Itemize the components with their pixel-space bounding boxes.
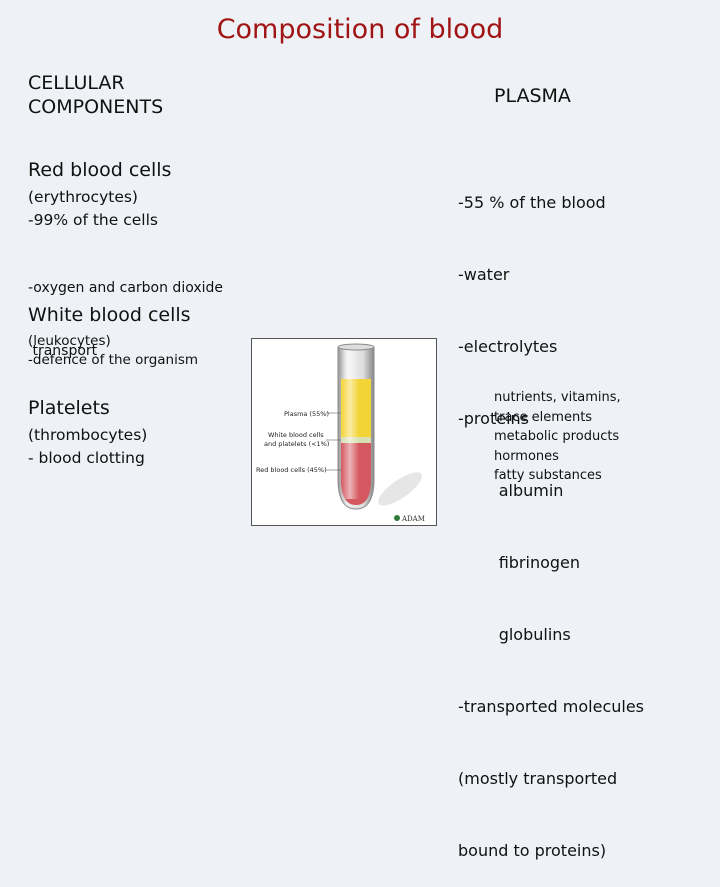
- plasma-line: fibrinogen: [458, 553, 581, 572]
- white-blood-cells-heading: White blood cells: [28, 304, 191, 326]
- text-line: -oxygen and carbon dioxide: [28, 280, 224, 296]
- text-line: -99% of the cells: [28, 211, 158, 229]
- red-blood-cells-note: -oxygen and carbon dioxide transport: [28, 236, 223, 383]
- text-line: (leukocytes): [28, 333, 111, 349]
- plasma-list: -55 % of the blood -water -electrolytes …: [458, 143, 644, 887]
- heading-line: CELLULAR: [28, 72, 125, 94]
- transported-molecules-list: nutrients, vitamins, trace elements meta…: [494, 388, 621, 486]
- plasma-heading: PLASMA: [494, 85, 571, 107]
- plasma-line: -55 % of the blood: [458, 193, 606, 212]
- test-tube-illustration: Plasma (55%) White blood cells and plate…: [256, 343, 425, 523]
- plasma-line: -water: [458, 265, 510, 284]
- plasma-label: Plasma (55%): [284, 410, 329, 418]
- molecule-line: hormones: [494, 448, 559, 464]
- plasma-line: -proteins: [458, 409, 529, 428]
- blood-tube-figure: Plasma (55%) White blood cells and plate…: [251, 338, 437, 526]
- page-title: Composition of blood: [216, 14, 504, 45]
- text-line: (erythrocytes): [28, 188, 138, 206]
- platelets-heading: Platelets: [28, 397, 110, 419]
- molecule-line: trace elements: [494, 409, 593, 425]
- text-line: - blood clotting: [28, 449, 145, 467]
- cellular-components-heading: CELLULAR COMPONENTS: [28, 71, 163, 119]
- red-blood-cells-heading: Red blood cells: [28, 159, 172, 181]
- adam-logo-text: ADAM: [401, 515, 425, 523]
- plasma-line: albumin: [458, 481, 564, 500]
- red-cells-label: Red blood cells (45%): [256, 466, 327, 474]
- adam-logo-icon: [394, 515, 400, 521]
- plasma-line: (mostly transported: [458, 769, 618, 788]
- plasma-line: globulins: [458, 625, 571, 644]
- molecule-line: metabolic products: [494, 429, 620, 444]
- text-line: -defence of the organism: [28, 352, 199, 368]
- text-line: transport: [28, 343, 98, 359]
- plasma-line: bound to proteins): [458, 841, 607, 860]
- white-cells-label: White blood cells: [268, 431, 324, 439]
- platelets-text: (thrombocytes) - blood clotting: [28, 424, 147, 470]
- plasma-line: -electrolytes: [458, 337, 558, 356]
- heading-line: COMPONENTS: [28, 96, 164, 118]
- molecule-line: fatty substances: [494, 468, 602, 483]
- white-blood-cells-text: (leukocytes) -defence of the organism: [28, 332, 198, 370]
- molecule-line: nutrients, vitamins,: [494, 390, 621, 405]
- platelets-label: and platelets (<1%): [264, 440, 329, 448]
- plasma-line: -transported molecules: [458, 697, 645, 716]
- text-line: (thrombocytes): [28, 426, 148, 444]
- red-blood-cells-text: (erythrocytes) -99% of the cells: [28, 186, 158, 232]
